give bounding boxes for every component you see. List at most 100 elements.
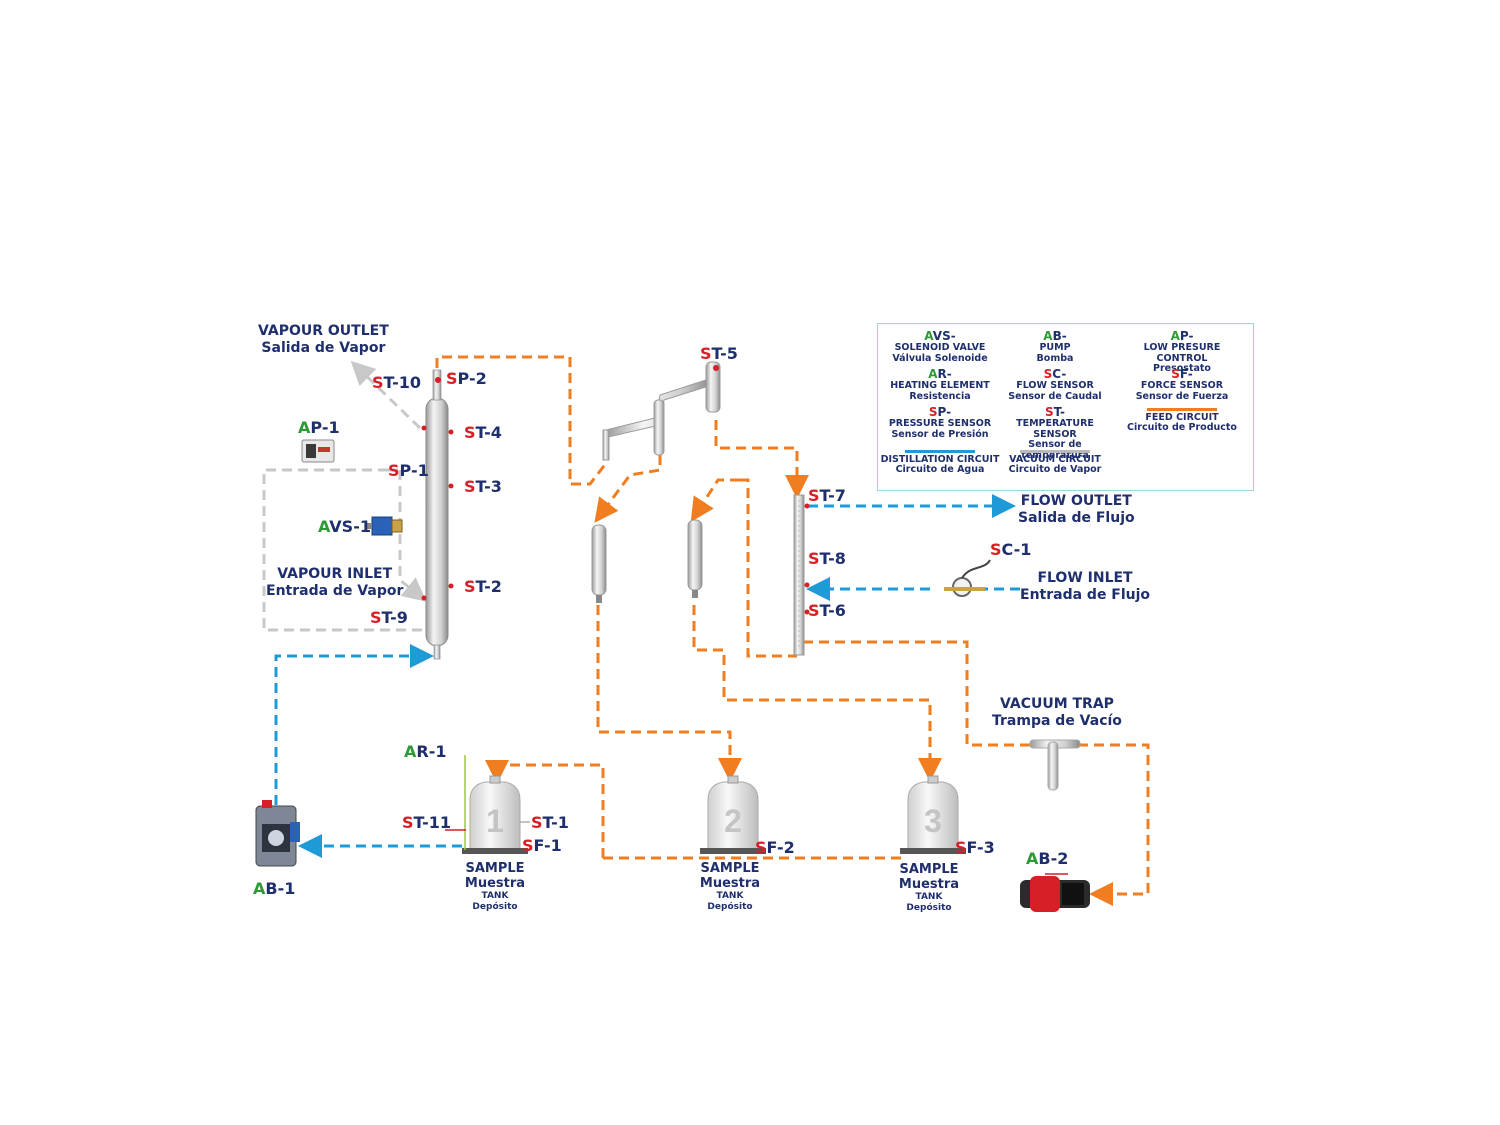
legend-item-feed: FEED CIRCUIT Circuito de Producto: [1120, 406, 1244, 434]
vacuum-trap-es: Trampa de Vacío: [992, 713, 1122, 729]
legend-item-sp: SP- PRESSURE SENSOR Sensor de Presión: [878, 405, 1002, 440]
tag-prefix: S: [402, 813, 414, 832]
legend-item-ar: AR- HEATING ELEMENT Resistencia: [878, 367, 1002, 402]
tag-prefix: S: [808, 601, 820, 620]
low-pressure-control-icon: [301, 439, 335, 463]
tag-code: B-1: [265, 879, 296, 898]
tag-code: F-3: [966, 838, 995, 857]
tag-ab1: AB-1: [253, 881, 295, 897]
legend-en: PUMP: [1039, 342, 1071, 354]
vapour-outlet-label: VAPOUR OUTLET Salida de Vapor: [258, 324, 389, 355]
legend: AVS- SOLENOID VALVE Válvula Solenoide AB…: [877, 323, 1254, 491]
sample-tank-3: [900, 775, 966, 854]
legend-en: DISTILLATION CIRCUIT: [880, 454, 1000, 465]
tag-code: T-1: [542, 813, 569, 832]
tank-number-2: 2: [724, 803, 742, 839]
tag-code: T-9: [381, 608, 408, 627]
vapour-inlet-label: VAPOUR INLET Entrada de Vapor: [266, 567, 403, 598]
tag-st10: ST-10: [372, 375, 421, 391]
vapour-outlet-en: VAPOUR OUTLET: [258, 323, 389, 339]
tank-caption-line: Depósito: [906, 903, 952, 913]
flow-outlet-label: FLOW OUTLET Salida de Flujo: [1018, 494, 1135, 525]
tag-prefix: A: [318, 517, 330, 536]
tag-ap1: AP-1: [298, 420, 340, 436]
tag-st3: ST-3: [464, 479, 502, 495]
legend-en: FLOW SENSOR: [1016, 380, 1094, 392]
tank-caption-2: SAMPLE Muestra TANK Depósito: [699, 862, 761, 912]
legend-item-ab: AB- PUMP Bomba: [993, 329, 1117, 364]
vacuum-pump-icon: [1020, 873, 1090, 912]
legend-code: R-: [937, 367, 952, 381]
legend-item-vacuum: VACUUM CIRCUIT Circuito de Vapor: [993, 448, 1117, 476]
tank-caption-line: SAMPLE: [899, 862, 959, 877]
legend-es: Resistencia: [909, 390, 971, 402]
tag-code: VS-1: [329, 517, 371, 536]
tank-caption-line: Depósito: [707, 902, 753, 912]
tank-caption-line: SAMPLE: [465, 861, 525, 876]
tag-prefix: S: [372, 373, 384, 392]
tag-prefix: S: [755, 838, 767, 857]
solenoid-valve-icon: [366, 516, 403, 536]
feed-circuit: [435, 355, 1150, 906]
tag-prefix: S: [388, 461, 400, 480]
legend-es: Sensor de Fuerza: [1135, 390, 1229, 402]
tag-code: F-2: [766, 838, 795, 857]
vacuum-trap-label: VACUUM TRAP Trampa de Vacío: [992, 697, 1122, 728]
tag-prefix: S: [446, 369, 458, 388]
legend-en: TEMPERATURE SENSOR: [1016, 418, 1094, 440]
tag-prefix: S: [370, 608, 382, 627]
legend-es: Sensor de temperatura: [1021, 439, 1089, 461]
legend-en: FORCE SENSOR: [1140, 380, 1224, 392]
vacuum-trap-en: VACUUM TRAP: [999, 696, 1114, 712]
receiver-vessel-2: [687, 519, 703, 598]
tag-prefix: S: [700, 344, 712, 363]
tag-sf3: SF-3: [955, 840, 995, 856]
legend-es: Circuito de Vapor: [1008, 464, 1102, 476]
legend-code: T-: [1053, 405, 1066, 419]
tag-prefix: S: [464, 423, 476, 442]
flow-sensor-icon: [944, 559, 991, 597]
tank-caption-3: SAMPLE Muestra TANK Depósito: [898, 863, 960, 913]
tag-st8: ST-8: [808, 551, 846, 567]
legend-code: C-: [1052, 367, 1067, 381]
legend-prefix: S: [1171, 367, 1180, 381]
tag-st4: ST-4: [464, 425, 502, 441]
tag-code: P-1: [399, 461, 429, 480]
tag-code: T-10: [383, 373, 421, 392]
tag-code: T-11: [413, 813, 451, 832]
tank-number-3: 3: [924, 803, 942, 839]
tag-code: T-4: [475, 423, 502, 442]
distillation-circuit: [274, 494, 1020, 858]
legend-en: PRESSURE SENSOR: [888, 418, 992, 430]
tag-prefix: S: [464, 577, 476, 596]
legend-es: Presostato: [1153, 363, 1211, 375]
legend-code: VS-: [932, 329, 956, 343]
tag-prefix: S: [522, 836, 534, 855]
tag-code: T-8: [819, 549, 846, 568]
legend-es: Circuito de Agua: [895, 464, 985, 476]
tank-caption-line: Depósito: [472, 902, 518, 912]
tag-prefix: A: [404, 742, 417, 761]
flow-inlet-label: FLOW INLET Entrada de Flujo: [1020, 571, 1150, 602]
tag-prefix: S: [808, 549, 820, 568]
tag-sf2: SF-2: [755, 840, 795, 856]
flow-outlet-es: Salida de Flujo: [1018, 510, 1135, 526]
tag-code: T-3: [475, 477, 502, 496]
legend-es: Bomba: [1036, 352, 1074, 364]
tag-sp2: SP-2: [446, 371, 487, 387]
legend-en: SOLENOID VALVE: [894, 342, 986, 354]
tag-prefix: A: [298, 418, 311, 437]
tag-code: C-1: [1001, 540, 1032, 559]
tag-prefix: S: [955, 838, 967, 857]
legend-item-sc: SC- FLOW SENSOR Sensor de Caudal: [993, 367, 1117, 402]
dosing-pump-icon: [255, 800, 300, 867]
receiver-vessel-1: [591, 524, 607, 603]
tank-caption-line: TANK: [481, 891, 509, 901]
tag-prefix: S: [531, 813, 543, 832]
distillation-line-swatch: [905, 450, 975, 453]
legend-es: Válvula Solenoide: [892, 352, 988, 364]
legend-prefix: S: [1043, 367, 1053, 381]
legend-prefix: S: [1044, 405, 1054, 419]
legend-en: FEED CIRCUIT: [1145, 412, 1219, 423]
